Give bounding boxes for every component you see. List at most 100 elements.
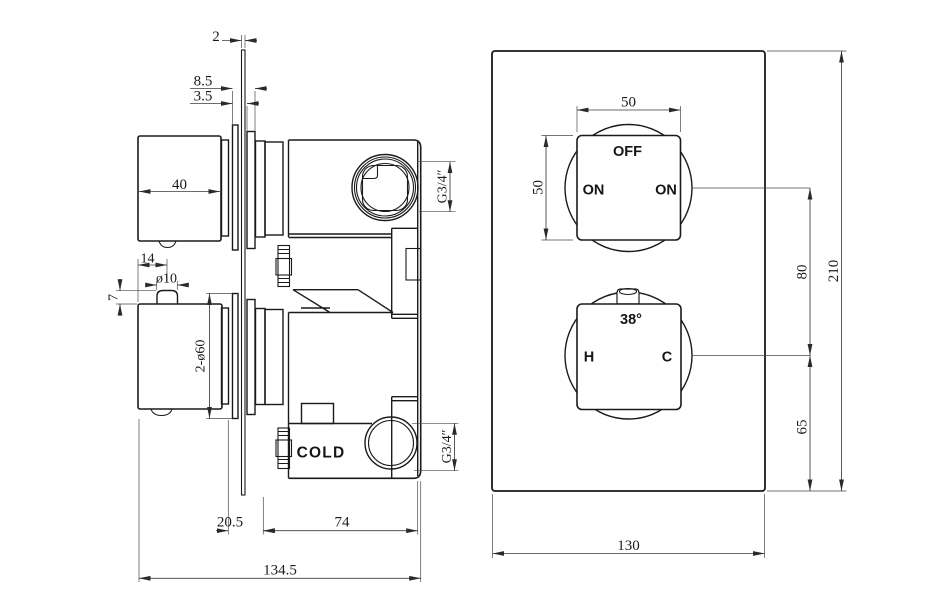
- ring: [246, 298, 256, 416]
- port-ring: [353, 156, 417, 219]
- dim-text: 20.5: [217, 515, 243, 531]
- temperature-label: 38°: [620, 312, 642, 328]
- lower-trim-flange: [231, 292, 239, 420]
- thermo-knob-face: [576, 303, 682, 411]
- body-boss: [300, 402, 335, 425]
- dim-trim-to-cartridge: 8.5: [190, 74, 267, 131]
- dim-text: 130: [617, 538, 640, 554]
- fitting-body: [277, 427, 291, 470]
- thread-label: G3/4″: [436, 169, 451, 203]
- hot-label: H: [584, 350, 594, 366]
- thermo-stud-cap: [618, 287, 638, 296]
- fitting-ribs: [278, 248, 290, 284]
- rear-block-upper: [391, 227, 418, 319]
- port-keyway: [362, 165, 379, 180]
- dim-plate-height: 210: [767, 50, 847, 492]
- diverter-trim-circle: [564, 123, 693, 253]
- dim-body-depth: 74: [263, 481, 419, 535]
- diverter-on-left-label: ON: [583, 183, 605, 199]
- front-view-dimensions: 50 50 80 65: [492, 50, 847, 558]
- dim-text: 134.5: [263, 563, 297, 579]
- upper-handle-knob: [137, 135, 230, 249]
- dim-trim-plates: 2-ø60: [194, 293, 232, 419]
- diverter-lever: [288, 289, 394, 314]
- rear-block-lower: [391, 396, 418, 478]
- lower-ribbed-fitting: [275, 427, 293, 470]
- dim-stud-height: 7: [107, 279, 156, 316]
- wall-plate-edge: [240, 49, 246, 496]
- ring: [254, 307, 266, 406]
- dim-text: 80: [795, 265, 811, 280]
- dim-text: 3.5: [194, 89, 213, 105]
- dim-stud-offset: 14: [137, 252, 168, 302]
- ext-line: [492, 494, 765, 558]
- body-outline: [288, 139, 422, 480]
- ring: [246, 130, 256, 250]
- dim-handle-length: 40: [139, 177, 220, 194]
- upper-ribbed-fitting: [275, 244, 293, 288]
- dim-stud-diameter: ø10: [145, 272, 189, 290]
- cold-inlet-label: COLD: [297, 445, 346, 462]
- ring: [264, 308, 284, 406]
- valve-body: COLD: [275, 139, 422, 480]
- dim-knob-to-bottom: 65: [795, 355, 813, 491]
- rear-block-window: [405, 247, 422, 281]
- upper-knob-cap: [158, 240, 177, 249]
- ext-line: [138, 419, 422, 582]
- dim-knob-height: 50: [531, 135, 573, 241]
- fitting-band: [275, 257, 293, 276]
- diverter-off-label: OFF: [613, 144, 642, 160]
- dim-overall-depth: 134.5: [138, 419, 422, 582]
- ext-line: [227, 420, 264, 535]
- front-view: OFF ON ON 38° H C 50 50: [491, 50, 847, 558]
- dim-text: 14: [141, 252, 155, 267]
- dim-plate-width: 130: [492, 494, 765, 558]
- ext-line: [241, 35, 246, 48]
- port-ring: [351, 153, 419, 222]
- thermostatic-knob: 38° H C: [564, 287, 693, 420]
- body-upper-shelf: [288, 233, 392, 239]
- dim-text: ø10: [156, 272, 177, 287]
- wall-plate-front: [491, 50, 766, 492]
- thread-label: G3/4″: [440, 429, 455, 463]
- diverter-knob: OFF ON ON: [564, 123, 693, 253]
- dim-text: 2: [212, 29, 220, 45]
- fitting-body: [277, 244, 291, 288]
- upper-trim-flange: [231, 124, 239, 251]
- ring: [254, 140, 266, 238]
- lower-knob-stud: [156, 289, 179, 304]
- port-ring: [355, 158, 415, 217]
- ring: [264, 141, 284, 236]
- side-view-dimensions: 2 8.5 3.5 40: [107, 29, 459, 582]
- ext-line: [412, 422, 459, 472]
- fitting-band: [275, 439, 293, 458]
- dim-trim-to-plate: 3.5: [190, 89, 259, 131]
- outlet-port: [351, 153, 419, 222]
- dim-text: 50: [531, 180, 547, 195]
- port-square-drive: [361, 164, 409, 212]
- dim-knob-width: 50: [576, 95, 681, 132]
- diverter-on-right-label: ON: [655, 183, 677, 199]
- upper-cartridge-rings: [246, 130, 284, 250]
- ext-line: [767, 50, 847, 492]
- port-ring: [364, 416, 418, 470]
- side-view: COLD 2 8.5 3.5: [107, 29, 459, 582]
- dim-text: 210: [826, 260, 842, 283]
- dim-plate-thickness: 2: [212, 29, 257, 48]
- port-ring: [367, 419, 415, 467]
- ext-line: [116, 290, 156, 305]
- cold-label: C: [662, 350, 673, 366]
- dim-outlet-thread: G3/4″: [417, 161, 456, 213]
- dim-inlet-thread: G3/4″: [412, 422, 459, 472]
- lower-knob-neck: [220, 307, 230, 405]
- thermo-stud: [616, 288, 640, 305]
- dim-text: 74: [335, 515, 351, 531]
- lower-handle-knob: [137, 289, 230, 417]
- dim-text: 2-ø60: [194, 340, 209, 373]
- dim-text: 8.5: [194, 74, 213, 90]
- lower-knob-cap: [150, 408, 173, 417]
- dim-text: 50: [621, 95, 636, 111]
- ext-line: [232, 91, 256, 131]
